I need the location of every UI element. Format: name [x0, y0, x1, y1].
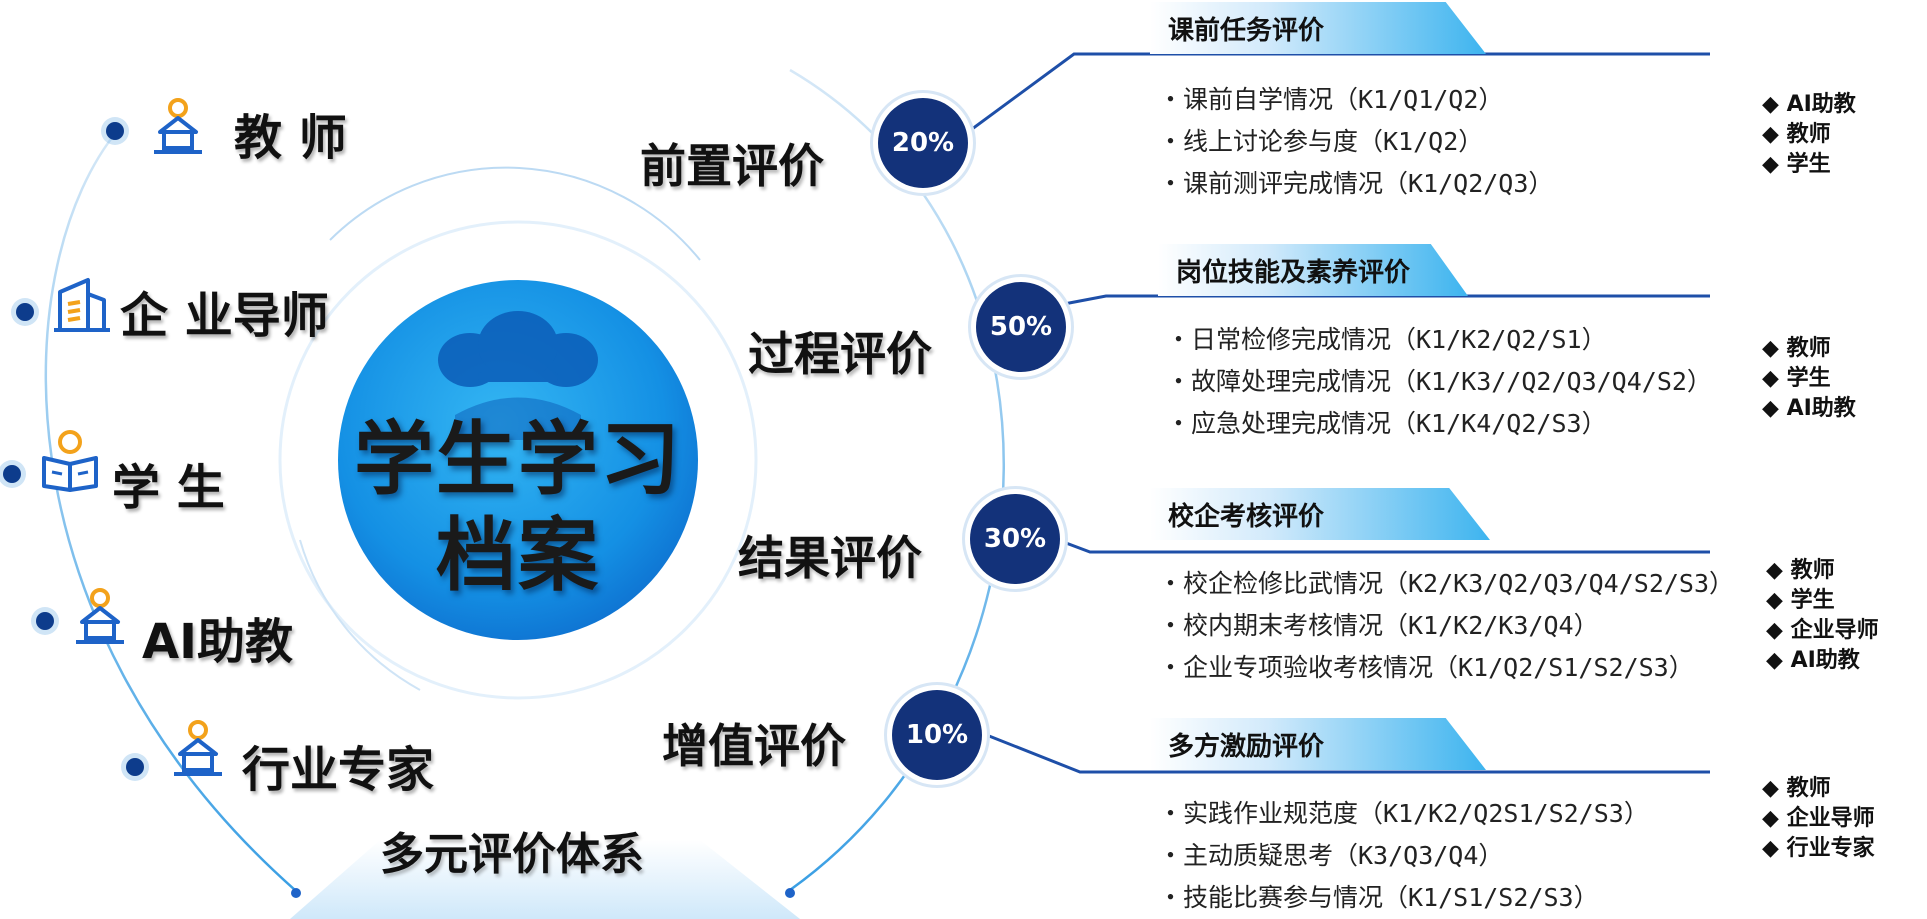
list-item: ・企业专项验收考核情况（K1/Q2/S1/S2/S3） — [1158, 653, 1694, 682]
eval-type-label-value-added: 增值评价 — [662, 719, 846, 773]
section-header-pre: 课前任务评价 — [1150, 2, 1486, 54]
list-item: ・实践作业规范度（K1/K2/Q2S1/S2/S3） — [1158, 799, 1649, 828]
evaluator-dot-industry-expert — [126, 758, 144, 776]
list-item: ・主动质疑思考（K3/Q3/Q4） — [1158, 841, 1504, 870]
connector-4 — [983, 732, 1710, 774]
expert-podium-icon — [166, 718, 230, 786]
list-item: ・校内期末考核情况（K1/K2/K3/Q4） — [1158, 611, 1599, 640]
participant-item: ◆ 教师 — [1762, 776, 1831, 801]
eval-type-label-result: 结果评价 — [738, 531, 922, 585]
section-header-value-added: 多方激励评价 — [1150, 718, 1486, 770]
list-item: ・日常检修完成情况（K1/K2/Q2/S1） — [1166, 325, 1607, 354]
inner-halo-ring — [278, 220, 758, 700]
base-platform — [290, 840, 800, 919]
section-header-process: 岗位技能及素养评价 — [1158, 244, 1468, 296]
participant-item: ◆ 教师 — [1762, 122, 1831, 147]
evaluator-label-ai-assistant: AI助教 — [142, 614, 294, 670]
center-disc — [338, 280, 698, 640]
list-item: ・校企检修比武情况（K2/K3/Q2/Q3/Q4/S2/S3） — [1158, 569, 1735, 598]
enterprise-building-icon — [50, 272, 114, 340]
connector-2 — [1063, 294, 1710, 306]
connector-3 — [1057, 538, 1710, 554]
teacher-podium-icon — [146, 96, 210, 164]
eval-type-label-process: 过程评价 — [748, 327, 932, 381]
system-title: 多元评价体系 — [380, 829, 644, 880]
percent-text-result: 30% — [983, 524, 1047, 554]
participant-item: ◆ 企业导师 — [1766, 618, 1879, 643]
evaluator-label-student: 学 生 — [112, 460, 225, 516]
evaluator-label-teacher: 教 师 — [234, 110, 347, 166]
list-item: ・应急处理完成情况（K1/K4/Q2/S3） — [1166, 409, 1607, 438]
percent-circle-value-added: 10% — [892, 690, 982, 780]
evaluator-dot-ai-assistant — [36, 612, 54, 630]
ai-assistant-podium-icon — [68, 586, 132, 654]
percent-circle-result: 30% — [970, 494, 1060, 584]
arc-end-dot-right — [785, 888, 795, 898]
center-title: 学生学习 档案 — [338, 412, 698, 604]
participant-item: ◆ 教师 — [1762, 336, 1831, 361]
participant-item: ◆ 行业专家 — [1762, 836, 1875, 861]
center-title-line2: 档案 — [436, 509, 600, 602]
inner-halo-arc-2 — [299, 539, 421, 691]
participant-item: ◆ 学生 — [1762, 152, 1831, 177]
participants-process: ◆ 教师 ◆ 学生 ◆ AI助教 — [1762, 334, 1856, 424]
list-item: ・课前自学情况（K1/Q1/Q2） — [1158, 85, 1504, 114]
workers-helmet-icon — [438, 311, 598, 440]
evaluator-dot-teacher — [106, 122, 124, 140]
percent-circle-process: 50% — [976, 282, 1066, 372]
participant-item: ◆ 学生 — [1762, 366, 1831, 391]
list-item: ・线上讨论参与度（K1/Q2） — [1158, 127, 1484, 156]
list-item: ・课前测评完成情况（K1/Q2/Q3） — [1158, 169, 1554, 198]
evaluator-dot-student — [3, 465, 21, 483]
evaluator-dot-enterprise-mentor — [16, 303, 34, 321]
evaluator-label-industry-expert: 行业专家 — [242, 742, 435, 798]
percent-text-process: 50% — [989, 312, 1053, 342]
eval-type-label-pre: 前置评价 — [640, 139, 824, 193]
participants-result: ◆ 教师 ◆ 学生 ◆ 企业导师 ◆ AI助教 — [1766, 556, 1879, 676]
participants-value-added: ◆ 教师 ◆ 企业导师 ◆ 行业专家 — [1762, 774, 1875, 864]
evaluator-label-enterprise-mentor: 企 业导师 — [120, 288, 329, 344]
connector-1 — [967, 52, 1710, 134]
percent-circle-pre: 20% — [878, 98, 968, 188]
participant-item: ◆ AI助教 — [1762, 396, 1856, 421]
section-header-result: 校企考核评价 — [1150, 488, 1490, 540]
list-item: ・技能比赛参与情况（K1/S1/S2/S3） — [1158, 883, 1599, 912]
center-title-line1: 学生学习 — [354, 413, 682, 506]
participant-item: ◆ 企业导师 — [1762, 806, 1875, 831]
percent-text-value-added: 10% — [905, 720, 969, 750]
participant-item: ◆ AI助教 — [1766, 648, 1860, 673]
inner-halo-arc — [329, 166, 701, 261]
participants-pre: ◆ AI助教 ◆ 教师 ◆ 学生 — [1762, 90, 1856, 180]
arc-end-dot-left — [291, 888, 301, 898]
participant-item: ◆ AI助教 — [1762, 92, 1856, 117]
percent-text-pre: 20% — [891, 128, 955, 158]
student-book-icon — [38, 428, 102, 496]
list-item: ・故障处理完成情况（K1/K3//Q2/Q3/Q4/S2） — [1166, 367, 1712, 396]
participant-item: ◆ 学生 — [1766, 588, 1835, 613]
participant-item: ◆ 教师 — [1766, 558, 1835, 583]
